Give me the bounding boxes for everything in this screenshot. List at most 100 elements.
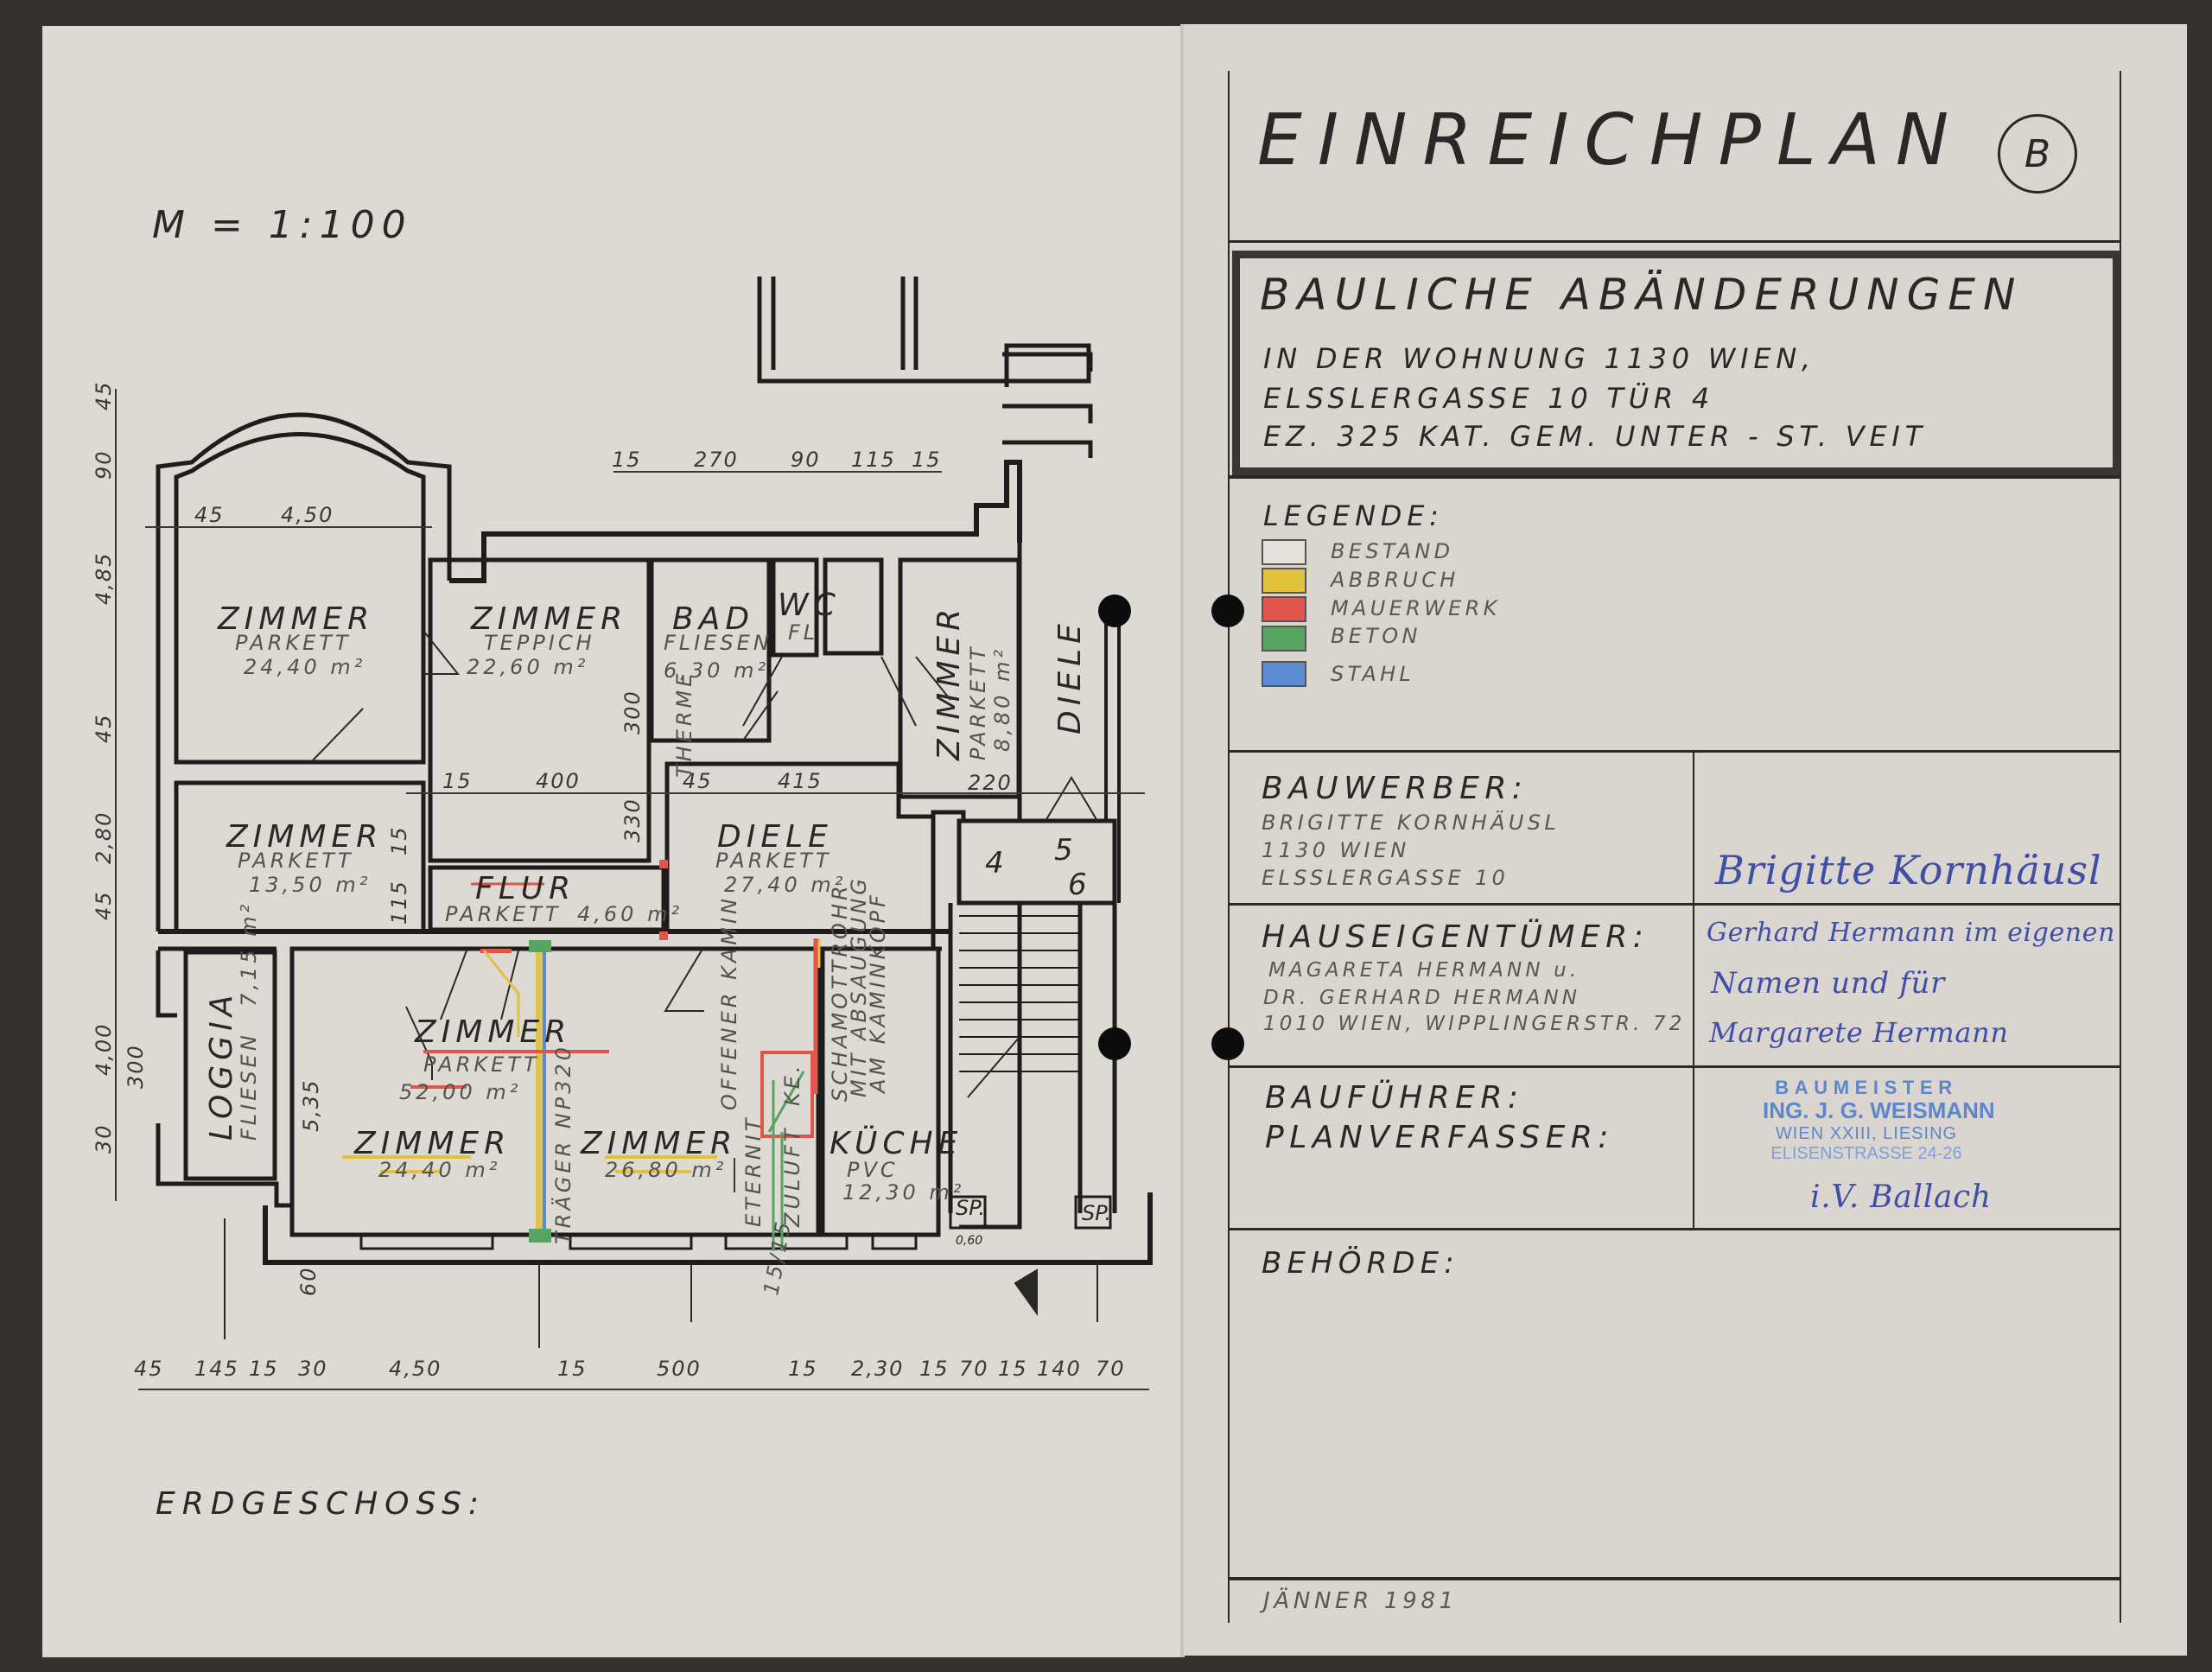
plan-title: EINREICHPLAN — [1257, 99, 1965, 181]
plan-sheet — [42, 26, 1185, 1657]
room-name: FLUR — [475, 871, 575, 906]
bauwerber-city: 1130 WIEN — [1262, 838, 1410, 862]
dim-label: 45 — [92, 380, 116, 410]
dim-label: 2,30 — [851, 1357, 904, 1381]
divider — [1228, 1228, 2121, 1230]
legend-label: BESTAND — [1331, 539, 1454, 563]
stair-number: 4 — [985, 846, 1004, 881]
room-name: WC — [778, 588, 841, 623]
dim-label: 30 — [92, 1123, 116, 1154]
room-name: ZIMMER — [226, 819, 383, 855]
stair-number: 6 — [1068, 868, 1087, 902]
bauwerber-name: BRIGITTE KORNHÄUSL — [1262, 811, 1560, 835]
divider — [1228, 903, 2121, 906]
walls — [156, 277, 1153, 1265]
dim-label: 45 — [194, 503, 225, 527]
plan-letter-circle: B — [1998, 114, 2077, 194]
mauerwerk-post — [659, 860, 668, 868]
room-area: 12,30 m² — [842, 1180, 964, 1205]
dim-label: 115 — [851, 448, 896, 472]
project-line3: EZ. 325 KAT. GEM. UNTER - ST. VEIT — [1263, 420, 1927, 453]
project-line2: ELSSLERGASSE 10 TÜR 4 — [1263, 382, 1714, 415]
room-name: ZIMMER — [217, 601, 374, 637]
room-name: ZIMMER — [931, 604, 967, 761]
zimmer-52-underline — [410, 1050, 609, 1089]
baumeister-stamp: BAUMEISTER ING. J. G. WEISMANN WIEN XXII… — [1763, 1077, 1995, 1164]
kamin-label: OFFENER KAMIN — [717, 895, 741, 1110]
project-heading: BAULICHE ABÄNDERUNGEN — [1260, 270, 2024, 320]
schamott-label: AM KAMINKOPF — [866, 892, 890, 1095]
dim-label: 15 — [998, 1357, 1028, 1381]
room-name: ZIMMER — [470, 601, 627, 637]
plan-date: JÄNNER 1981 — [1263, 1588, 1458, 1614]
divider — [1228, 750, 2121, 753]
legend-swatch-beton — [1262, 626, 1306, 652]
baufuehrer-heading: BAUFÜHRER: — [1265, 1080, 1524, 1116]
eigentuemer-heading: HAUSEIGENTÜMER: — [1262, 919, 1649, 955]
room-area: 7,15 m² — [237, 901, 261, 1007]
dim-label: 145 — [194, 1357, 239, 1381]
eigentuemer-signature: Namen und für — [1711, 966, 1946, 1001]
room-floor: TEPPICH — [484, 631, 595, 655]
divider — [1228, 1065, 2121, 1068]
project-line1: IN DER WOHNUNG 1130 WIEN, — [1263, 342, 1815, 375]
dim-label: 115 — [387, 880, 411, 925]
dim-label: 15 — [919, 1357, 950, 1381]
dim-label: 220 — [968, 771, 1013, 795]
dim-label: 30 — [298, 1357, 328, 1381]
legend-heading: LEGENDE: — [1263, 499, 1444, 532]
punch-hole — [1098, 594, 1131, 627]
room-area: 22,60 m² — [467, 655, 588, 679]
room-name: SP. — [1082, 1201, 1111, 1225]
room-area: 6,30 m² — [664, 658, 769, 683]
dim-label: 15 — [442, 769, 473, 793]
dim-label: 400 — [536, 769, 581, 793]
room-area: 0,60 — [956, 1234, 982, 1248]
divider — [1228, 240, 2121, 243]
dim-label: 15 — [912, 448, 942, 472]
room-name: BAD — [672, 601, 754, 637]
bauwerber-signature: Brigitte Kornhäusl — [1715, 847, 2102, 893]
abbruch-wall — [482, 950, 520, 1037]
kamin-mauerwerk — [760, 1051, 814, 1138]
dim-label: 15 — [557, 1357, 588, 1381]
eternit-label: ETERNIT — [741, 1116, 766, 1227]
pipe-size: 15/15 — [759, 1217, 796, 1297]
eigentuemer-address: 1010 WIEN, WIPPLINGERSTR. 72 — [1263, 1013, 1686, 1035]
dim-label: 4,00 — [92, 1023, 116, 1076]
behoerde-heading: BEHÖRDE: — [1262, 1246, 1459, 1281]
legend-swatch-abbruch — [1262, 568, 1306, 594]
zimmer-underlines — [342, 1155, 717, 1173]
room-area: 8,80 m² — [990, 646, 1014, 752]
dim-label: 330 — [620, 798, 645, 842]
divider — [1228, 475, 2121, 479]
therme-label: THERME — [672, 671, 696, 778]
room-floor: PARKETT — [238, 849, 354, 873]
steel-beam — [543, 942, 546, 1240]
schamott-label: SCHAMOTTROHR — [828, 882, 852, 1102]
dim-label: 4,50 — [281, 503, 334, 527]
zuluft-label: ZULUFT — [780, 1126, 804, 1228]
room-floor: PARKETT — [235, 631, 352, 655]
title-sheet — [1182, 24, 2187, 1656]
legend-label: ABBRUCH — [1331, 568, 1459, 592]
schamott-label: MIT ABSAUGUNG — [847, 875, 871, 1097]
room-area: 24,40 m² — [378, 1158, 500, 1182]
stamp-line: ING. J. G. WEISMANN — [1763, 1097, 1995, 1124]
dim-label: 140 — [1037, 1357, 1082, 1381]
dim-label: 15 — [612, 448, 642, 472]
dim-label: 500 — [657, 1357, 702, 1381]
column-divider — [1693, 750, 1694, 1230]
room-name: SP. — [956, 1196, 985, 1220]
stamp-line: BAUMEISTER — [1775, 1077, 1958, 1098]
room-floor: PVC — [847, 1158, 899, 1182]
dim-label: 4,85 — [92, 552, 116, 605]
dim-label: 15 — [249, 1357, 279, 1381]
punch-hole — [1211, 1027, 1244, 1060]
dim-label: 70 — [1096, 1357, 1126, 1381]
dim-label: 415 — [778, 769, 823, 793]
dimensions: 15 270 90 115 15 45 145 15 30 4,50 15 50… — [92, 380, 1126, 1381]
room-floor: PARKETT — [445, 902, 562, 926]
room-name: ZIMMER — [414, 1014, 571, 1050]
